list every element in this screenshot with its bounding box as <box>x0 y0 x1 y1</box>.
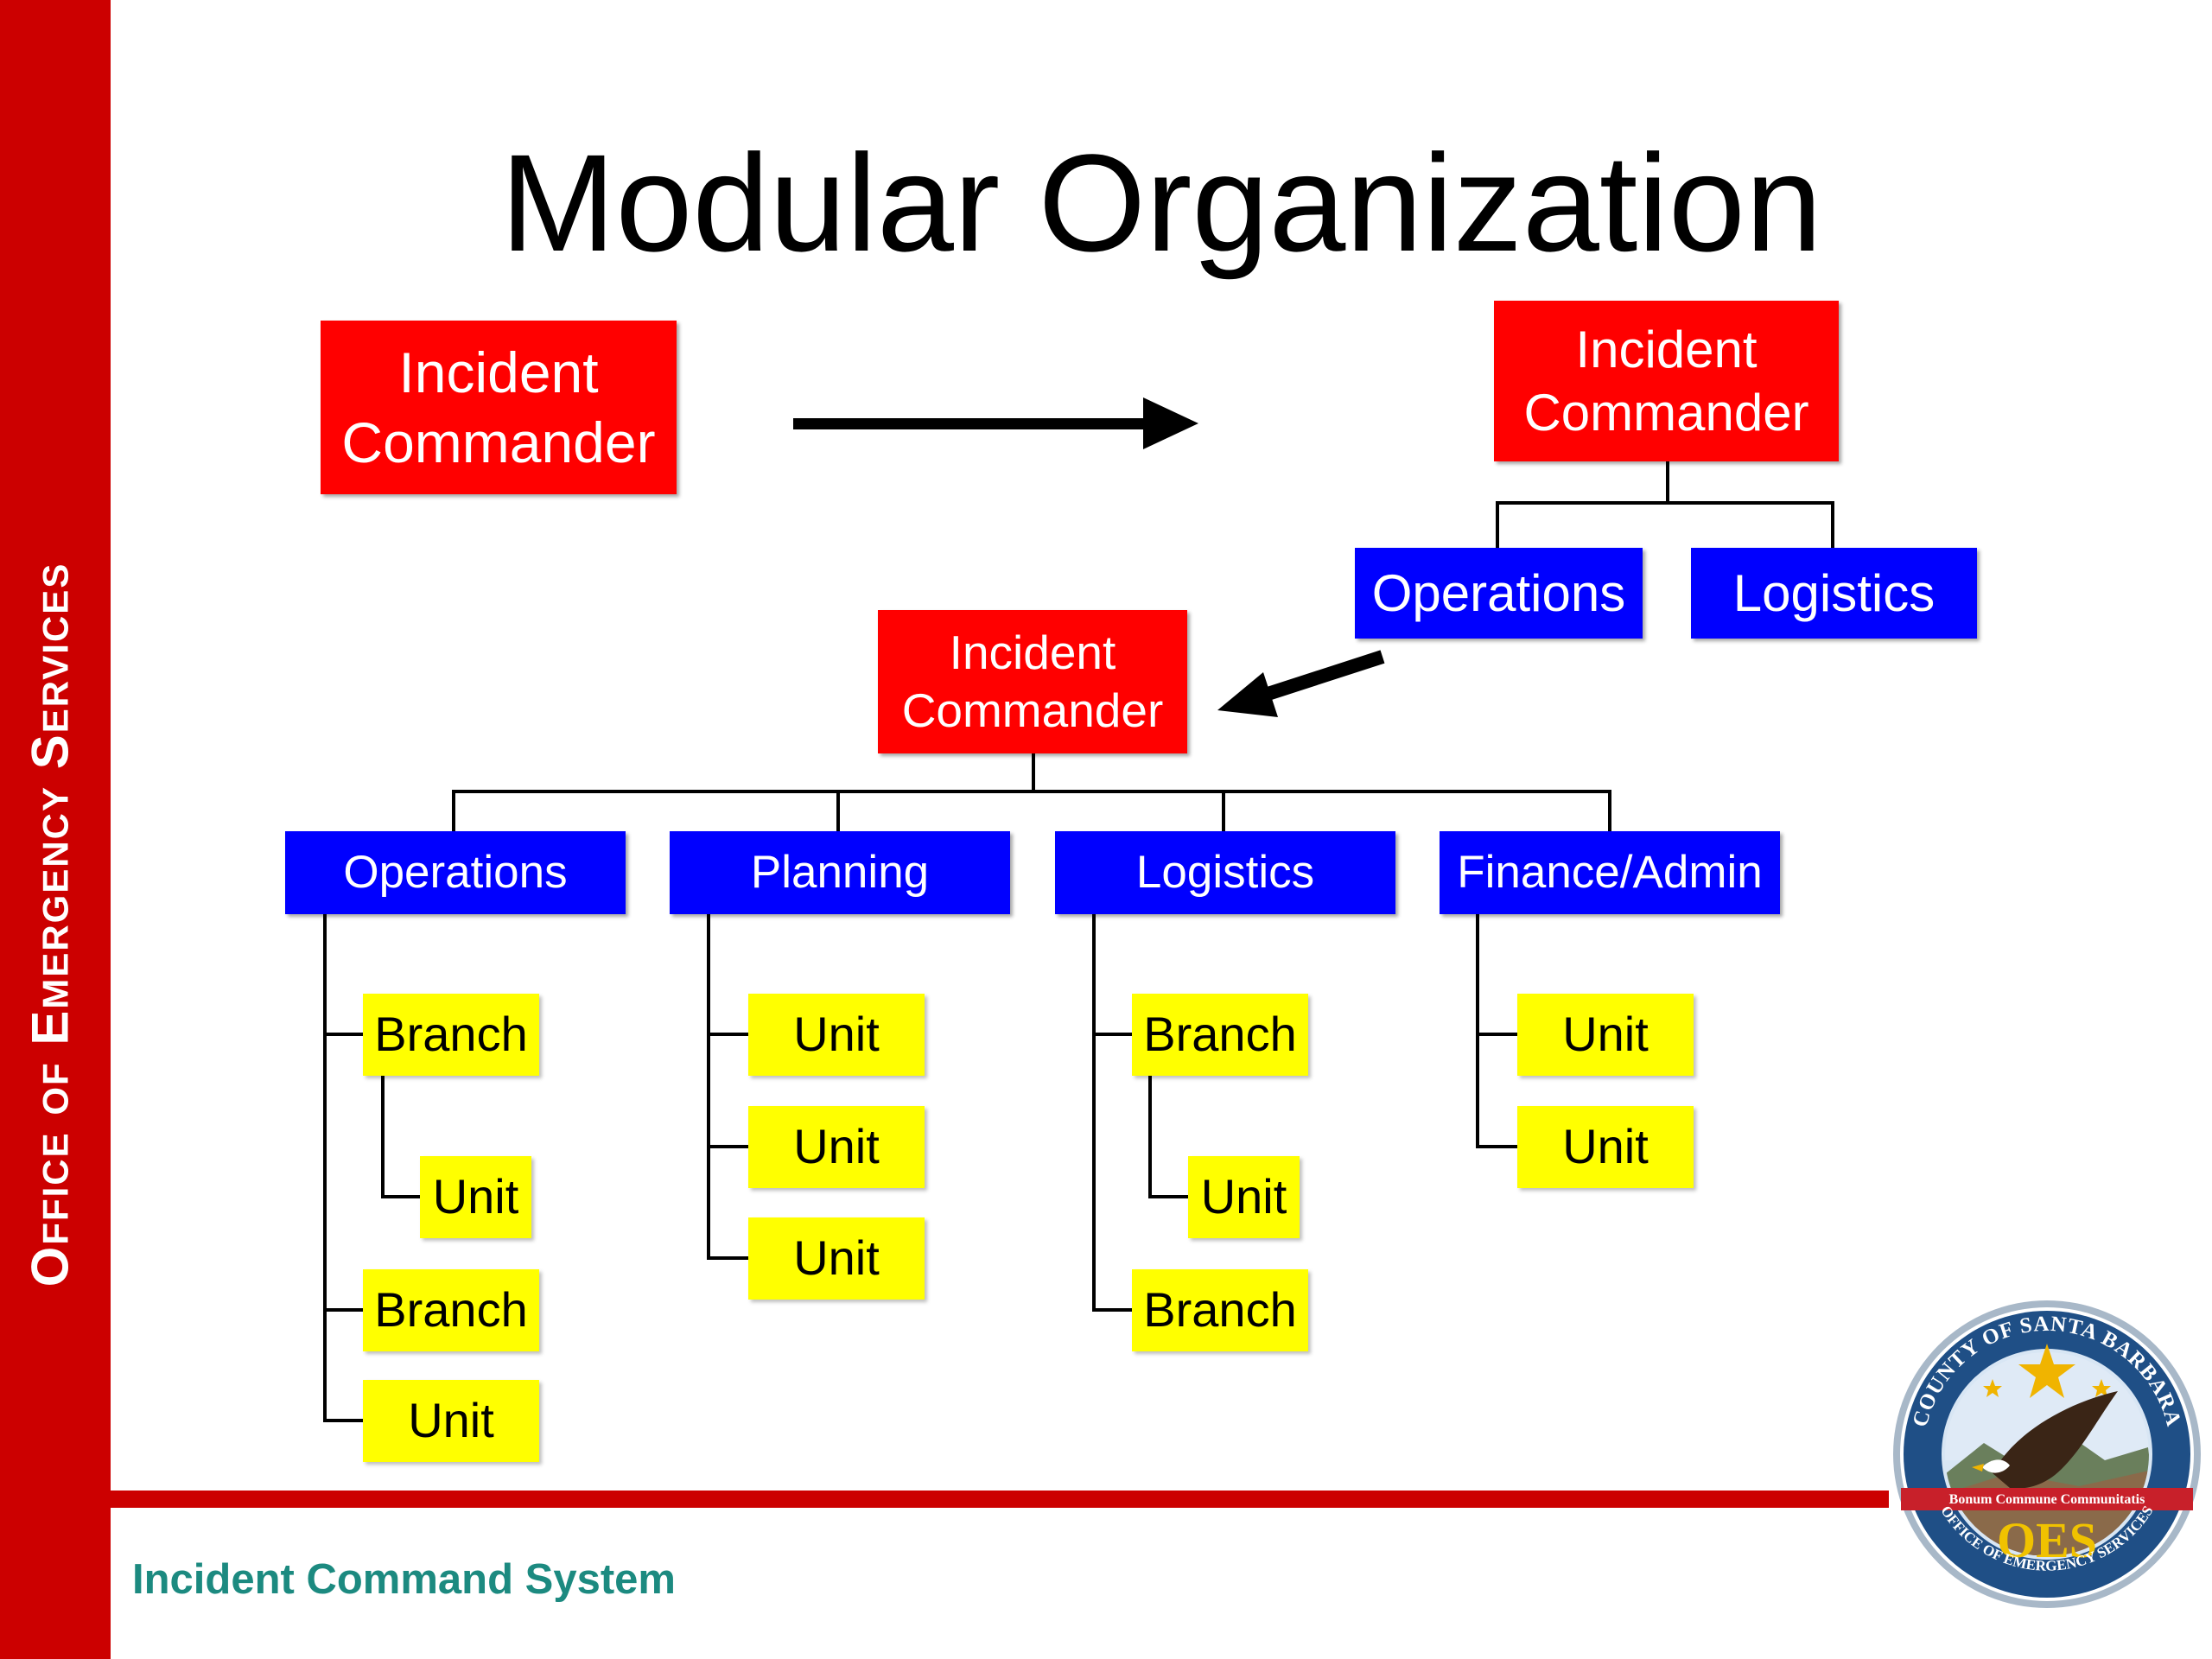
connector <box>707 914 710 1260</box>
logistics-branch: Branch <box>1132 994 1308 1076</box>
operations-unit: Unit <box>420 1156 531 1238</box>
connector <box>707 1256 748 1260</box>
planning-unit: Unit <box>748 994 925 1076</box>
connector <box>1148 1076 1152 1198</box>
stage1-commander: Incident Commander <box>321 321 677 494</box>
connector <box>1092 914 1096 1312</box>
stage3-commander: Incident Commander <box>878 610 1187 753</box>
connector <box>1092 1308 1132 1312</box>
connector <box>1476 914 1479 1148</box>
page-title: Modular Organization <box>500 125 1822 280</box>
county-seal-logo: Bonum Commune Communitatis OES COUNTY OF… <box>1893 1300 2201 1608</box>
sidebar: Office of Emergency Services <box>0 0 111 1659</box>
footer-divider <box>111 1491 1889 1508</box>
svg-text:OES: OES <box>1997 1512 2097 1568</box>
connector <box>1496 501 1499 548</box>
stage2-logistics: Logistics <box>1691 548 1977 639</box>
connector <box>452 790 455 831</box>
operations-branch: Branch <box>363 1269 539 1351</box>
connector <box>707 1033 748 1036</box>
connector <box>1496 501 1834 505</box>
connector <box>1092 1033 1132 1036</box>
connector <box>707 1145 748 1148</box>
connector <box>452 790 1611 793</box>
connector <box>323 1308 363 1312</box>
connector <box>1666 461 1669 503</box>
connector <box>1032 753 1035 792</box>
operations-unit: Unit <box>363 1380 539 1462</box>
connector <box>1222 790 1225 831</box>
connector <box>1148 1195 1188 1198</box>
stage2-operations: Operations <box>1355 548 1643 639</box>
arrow-right-icon <box>793 397 1198 449</box>
stage2-commander: Incident Commander <box>1494 301 1839 461</box>
section-operations: Operations <box>285 831 626 914</box>
section-logistics: Logistics <box>1055 831 1395 914</box>
planning-unit: Unit <box>748 1106 925 1188</box>
connector <box>836 790 840 831</box>
connector <box>323 914 327 1422</box>
logistics-branch: Branch <box>1132 1269 1308 1351</box>
footer-label: Incident Command System <box>132 1556 676 1603</box>
finance-unit: Unit <box>1517 994 1694 1076</box>
finance-unit: Unit <box>1517 1106 1694 1188</box>
connector <box>1831 501 1834 548</box>
connector <box>381 1195 420 1198</box>
connector <box>323 1033 363 1036</box>
section-planning: Planning <box>670 831 1010 914</box>
operations-branch: Branch <box>363 994 539 1076</box>
connector <box>1476 1145 1517 1148</box>
sidebar-label: Office of Emergency Services <box>21 562 79 1287</box>
planning-unit: Unit <box>748 1217 925 1300</box>
connector <box>1476 1033 1517 1036</box>
arrow-diagonal-icon <box>1217 650 1385 717</box>
svg-text:Bonum Commune Communitatis: Bonum Commune Communitatis <box>1949 1492 2145 1507</box>
logistics-unit: Unit <box>1188 1156 1300 1238</box>
connector <box>323 1419 363 1422</box>
connector <box>381 1076 385 1198</box>
section-finance-admin: Finance/Admin <box>1440 831 1780 914</box>
connector <box>1608 790 1611 831</box>
